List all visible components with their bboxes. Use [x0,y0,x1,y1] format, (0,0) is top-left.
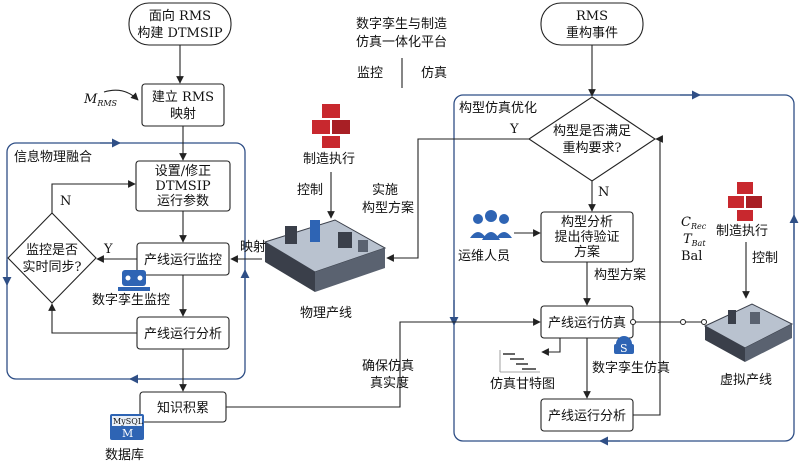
t-bat-label: TBat [683,232,706,248]
implement-line2: 构型方案 [362,200,414,216]
database-label: 数据库 [105,447,144,463]
node-build-map-line1: 建立 RMS [152,90,214,105]
node-line-analysis-text: 产线运行分析 [144,327,222,342]
ops-staff-icon [470,210,512,240]
mfg-exec-icon-1 [312,104,350,148]
node-rms-event-line1: RMS [576,9,608,24]
node-config-analysis-line1: 构型分析 [561,215,613,230]
node-config-decision[interactable] [528,96,656,182]
node-config-decision-line1: 构型是否满足 [553,124,631,139]
node-rms-dtmsip-line2: 构建 DTMSIP [137,26,223,41]
decision-left-no: N [60,194,71,209]
config-opt-group-label: 构型仿真优化 [459,101,537,116]
node-knowledge-text: 知识积累 [157,400,209,416]
implement-line1: 实施 [372,183,398,198]
c-rec-label: CRec [681,215,707,231]
physical-line-label: 物理产线 [300,306,352,321]
gantt-label: 仿真甘特图 [490,377,555,392]
node-sync-decision[interactable] [7,212,97,304]
dt-sim-label: 数字孪生仿真 [592,360,670,376]
monitor-label: 监控 [357,66,383,81]
mysql-label: MySQL [113,417,144,426]
arrow-sim-to-gantt [541,338,561,356]
cps-group-label: 信息物理融合 [14,149,92,165]
mfg-exec-label-2: 制造执行 [716,224,768,239]
mapping-label: 映射 [240,239,266,255]
arrow-analysis-to-decision [48,303,137,334]
dt-monitor-label: 数字孪生监控 [92,292,170,308]
config-plan-label: 构型方案 [594,267,646,283]
node-line-sim-text: 产线运行仿真 [548,316,626,331]
node-config-analysis-line2: 提出待验证 [554,229,619,245]
simulate-label: 仿真 [421,66,447,81]
virtual-line-label: 虚拟产线 [720,373,772,388]
decision-right-yes: Y [509,122,519,137]
node-rms-dtmsip-line1: 面向 RMS [149,8,211,24]
dt-sim-icon: S [614,336,634,355]
ops-staff-label: 运维人员 [458,249,510,264]
cps-group-frame [2,138,250,384]
mfg-exec-icon-2 [728,182,762,221]
ensure-fidelity-line1: 确保仿真 [362,359,414,374]
arrow-knowledge-to-sim [226,318,541,408]
control-label-1: 控制 [297,183,323,198]
physical-line-illustration [263,219,387,292]
virtual-line-illustration [703,303,794,362]
config-opt-group-frame [449,90,799,446]
arrow-decision-no-to-params [51,180,136,213]
platform-label-line1: 数字孪生与制造 [356,16,447,32]
decision-right-no: N [598,185,609,200]
ensure-fidelity-line2: 真实度 [370,375,409,391]
bal-label: Bal [681,249,702,264]
svg-text:S: S [620,342,628,355]
svg-text:M: M [122,427,133,440]
dt-monitor-icon [118,270,150,291]
arrow-right-analysis-to-decision [633,135,663,416]
mfg-exec-label-1: 制造执行 [303,152,355,167]
node-config-decision-line2: 重构要求? [563,140,622,156]
node-set-params-line2: DTMSIP [155,179,210,194]
node-rms-event-line2: 重构事件 [566,25,618,41]
node-build-map-line2: 映射 [170,106,196,122]
arrow-config-yes-to-line [386,138,530,262]
platform-label-line2: 仿真一体化平台 [356,35,447,50]
node-config-analysis-line3: 方案 [574,244,600,260]
node-line-analysis-right-text: 产线运行分析 [548,409,626,424]
node-set-params-line1: 设置/修正 [155,164,211,179]
database-icon: MySQL M [110,414,144,440]
gantt-chart-icon [499,350,540,373]
node-sync-decision-line1: 监控是否 [26,243,78,258]
m-rms-arrow [103,89,139,101]
m-rms-label: MRMS [83,92,118,108]
node-set-params-line3: 运行参数 [157,193,209,209]
node-sync-decision-line2: 实时同步? [23,260,82,275]
control-label-2: 控制 [752,251,778,266]
node-line-monitor-text: 产线运行监控 [144,253,222,268]
decision-left-yes: Y [103,242,113,257]
